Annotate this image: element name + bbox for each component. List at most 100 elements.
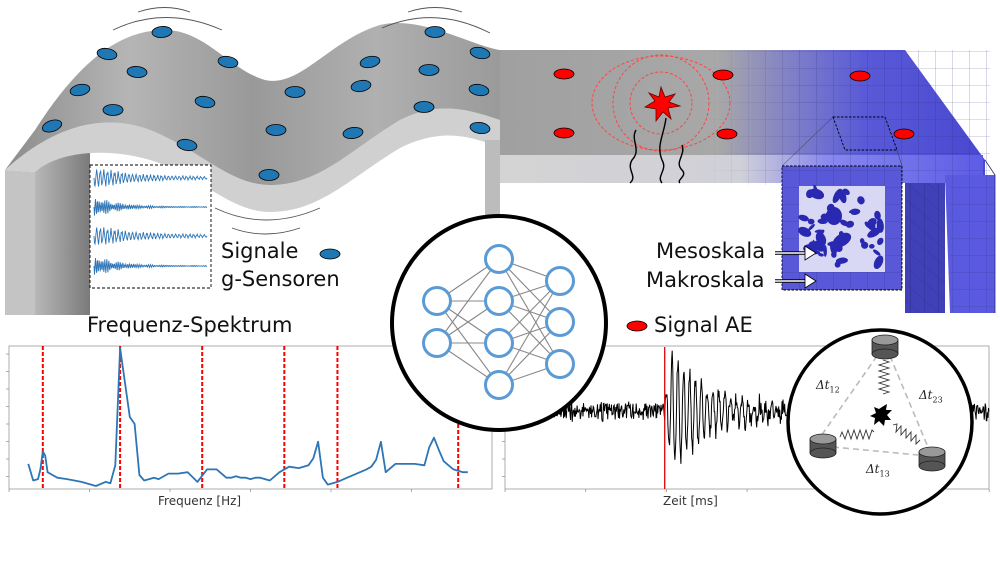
g-sensor-icon [41, 119, 63, 133]
nn-node-icon [484, 286, 514, 316]
crack-event-icon [643, 85, 682, 123]
nn-node-icon [422, 328, 452, 358]
inclusion-shape [815, 231, 827, 247]
multiscale-inset [775, 116, 903, 291]
delta-t12-symbol: Δt [816, 378, 830, 392]
ae-event [591, 54, 731, 184]
nn-connection [498, 280, 561, 386]
inclusion-shape [813, 184, 819, 196]
nn-node-icon [545, 349, 575, 379]
makroskala-label: Makroskala [646, 268, 765, 292]
g-sensor-icon [69, 83, 91, 97]
g-sensor-icon [126, 66, 148, 78]
nn-node-icon [545, 307, 575, 337]
ae-sensor-cylinder-3 [918, 446, 946, 472]
g-sensor-icon [265, 124, 287, 136]
inclusion-shape [848, 208, 857, 214]
ae-sensor-icon [712, 69, 734, 81]
mesoskala-arrow-icon [804, 245, 817, 261]
ae-sensor-icon [849, 70, 871, 82]
g-sensor-icon [469, 46, 491, 60]
g-sensor-icon [194, 95, 216, 109]
nn-node-icon [484, 328, 514, 358]
g-sensor-icon [469, 121, 491, 135]
inclusion-shape [814, 229, 823, 233]
ae-source-icon [870, 404, 892, 426]
nn-node-icon [484, 370, 514, 400]
time-axis-label: Zeit [ms] [663, 494, 718, 508]
inclusion-shape [808, 241, 819, 252]
neural-network-circle [390, 214, 608, 432]
delta-t12-subscript: 12 [829, 385, 840, 395]
frequency-spectrum-title: Frequenz-Spektrum [87, 313, 293, 337]
inclusion-shape [806, 192, 813, 198]
g-sensor-icon [284, 86, 306, 98]
inclusion-shape [869, 243, 875, 249]
delta-t13-label: Δt13 [866, 462, 890, 478]
g-sensor-icon [151, 26, 173, 38]
signal-ae-legend-label: Signal AE [654, 313, 753, 337]
g-sensor-icon [359, 55, 381, 69]
g-sensor-icon [342, 126, 364, 140]
decay-signal-line [93, 169, 208, 188]
inclusion-shape [870, 231, 875, 237]
decay-signal-line [93, 199, 208, 216]
delta-t12-label: Δt12 [816, 378, 840, 394]
inclusion-shape [840, 188, 846, 197]
g-sensor-icon [217, 55, 239, 69]
ae-sensor-legend-icon [626, 320, 648, 332]
nn-connection [436, 258, 500, 344]
frequency-axis-label: Frequenz [Hz] [158, 494, 242, 508]
g-sensor-icon [418, 64, 440, 76]
spectrum-dashed-markers [41, 346, 460, 489]
spectrum-line [27, 347, 468, 487]
nn-node-icon [422, 286, 452, 316]
inclusion-shape [839, 219, 849, 227]
inclusion-shape [857, 196, 865, 205]
g-sensor-icon [176, 138, 198, 152]
inclusion-shape [832, 188, 843, 204]
inclusion-shape [798, 226, 812, 237]
delta-t13-subscript: 13 [879, 469, 890, 479]
decay-signal-line [93, 258, 208, 275]
neural-network [422, 244, 575, 400]
delta-t23-subscript: 23 [932, 395, 943, 405]
ae-sensor-icon [893, 128, 915, 140]
g-sensor-icon [96, 47, 118, 61]
inclusion-shape [860, 241, 869, 249]
g-sensor-icon [258, 169, 280, 181]
ae-sensor-icon [553, 68, 575, 80]
inclusion-shape [807, 218, 815, 225]
delta-t23-label: Δt23 [919, 388, 943, 404]
ae-sensor-icon [716, 128, 738, 140]
inclusion-shape [832, 232, 852, 248]
g-sensor-icon [102, 104, 124, 116]
ae-sensor-group [553, 68, 915, 140]
inclusion-shape [873, 249, 881, 256]
ae-sensor-cylinder-1 [871, 334, 899, 360]
inclusion-shape [877, 237, 884, 246]
g-sensor-icon [468, 83, 490, 97]
g-sensor-icon [350, 79, 372, 93]
inclusion-shape [817, 253, 824, 257]
signale-label: Signale [221, 239, 299, 263]
g-sensor-icon [424, 26, 446, 38]
nn-node-icon [484, 244, 514, 274]
nn-node-icon [545, 266, 575, 296]
ae-sensor-icon [553, 127, 575, 139]
inclusion-shape [808, 223, 815, 231]
g-sensor-icon [413, 101, 435, 113]
delta-t23-symbol: Δt [919, 388, 933, 402]
g-sensor-legend-icon [319, 248, 341, 260]
source-localization-circle [786, 328, 974, 516]
inclusion-shape [835, 257, 848, 264]
inclusion-shape [826, 207, 842, 225]
makroskala-arrow-icon [804, 273, 817, 289]
g-sensor-group [41, 26, 491, 181]
inclusion-shape [867, 218, 877, 227]
inclusion-shape [873, 255, 884, 270]
g-sensoren-label: g-Sensoren [221, 267, 340, 291]
spectrum-ticks [6, 353, 412, 492]
mesoskala-label: Mesoskala [656, 239, 766, 263]
g-sensor-signals-inset [89, 164, 212, 289]
